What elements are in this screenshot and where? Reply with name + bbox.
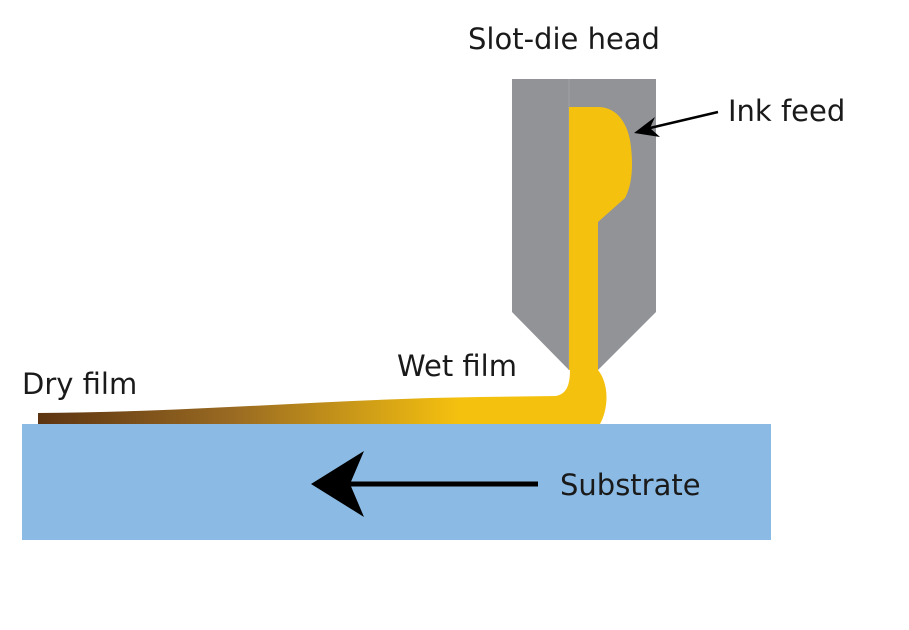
substrate-direction-arrow [311,451,538,517]
ink-channel [569,107,633,370]
coated-film [38,370,607,424]
substrate-label: Substrate [560,468,701,502]
wet-film-label: Wet film [397,349,517,383]
ink-feed-arrow [634,110,719,137]
slot-die-head-label: Slot-die head [468,22,660,56]
ink-feed-label: Ink feed [728,94,845,128]
dry-film-label: Dry film [22,367,137,401]
